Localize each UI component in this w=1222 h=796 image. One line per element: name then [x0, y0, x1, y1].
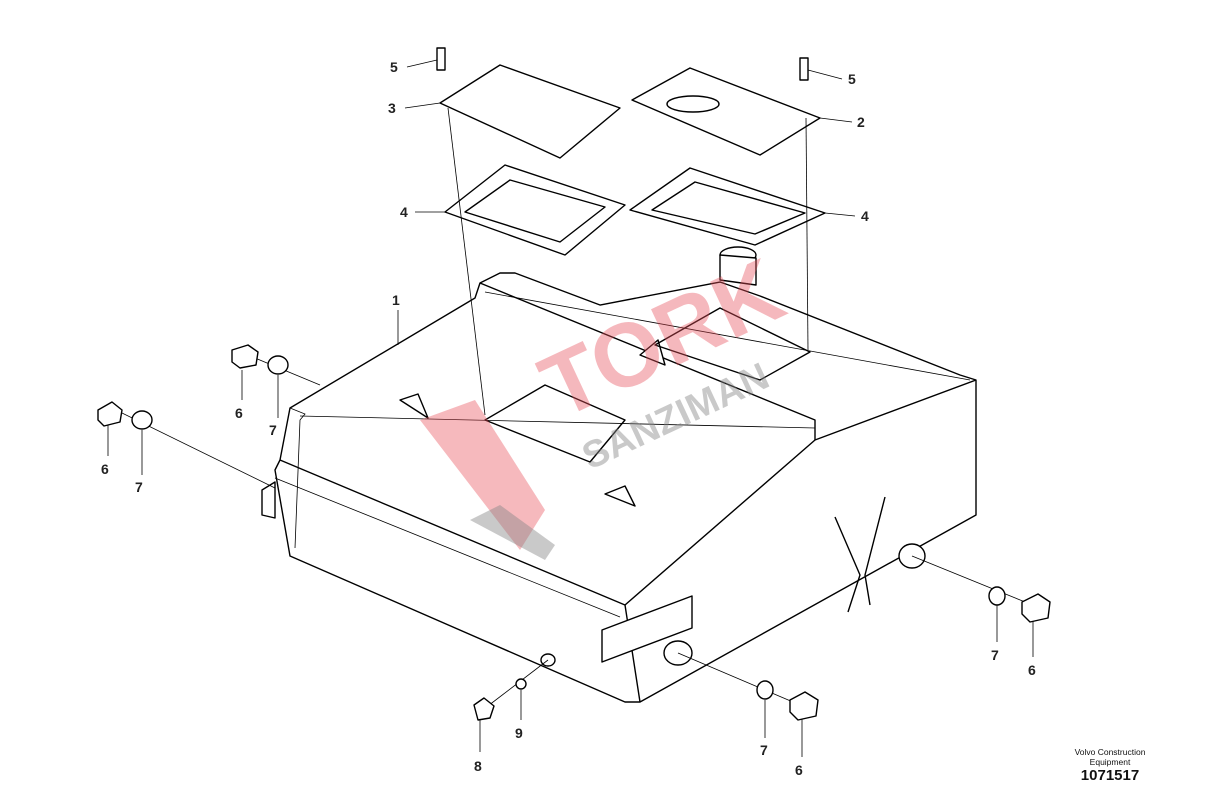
callout-6: 6	[235, 405, 243, 421]
callout-6: 6	[1028, 662, 1036, 678]
callout-3: 3	[388, 100, 396, 116]
callout-6: 6	[795, 762, 803, 778]
plugs-and-seals	[97, 344, 1051, 721]
callout-8: 8	[474, 758, 482, 774]
manufacturer-label: Volvo Construction Equipment	[1074, 747, 1146, 767]
callout-6: 6	[101, 461, 109, 477]
gasket-4-right	[629, 167, 826, 246]
callout-2: 2	[857, 114, 865, 130]
callout-5: 5	[848, 71, 856, 87]
callout-9: 9	[515, 725, 523, 741]
cover-plate-2	[631, 67, 821, 156]
callout-1: 1	[392, 292, 400, 308]
callout-4: 4	[861, 208, 869, 224]
callout-4: 4	[400, 204, 408, 220]
part-number: 1071517	[1080, 767, 1140, 784]
cover-plate-3	[439, 64, 621, 159]
callout-7: 7	[991, 647, 999, 663]
callout-5: 5	[390, 59, 398, 75]
callout-7: 7	[760, 742, 768, 758]
callout-7: 7	[269, 422, 277, 438]
fuel-tank	[261, 246, 977, 703]
callout-7: 7	[135, 479, 143, 495]
gasket-4-left	[444, 164, 626, 256]
